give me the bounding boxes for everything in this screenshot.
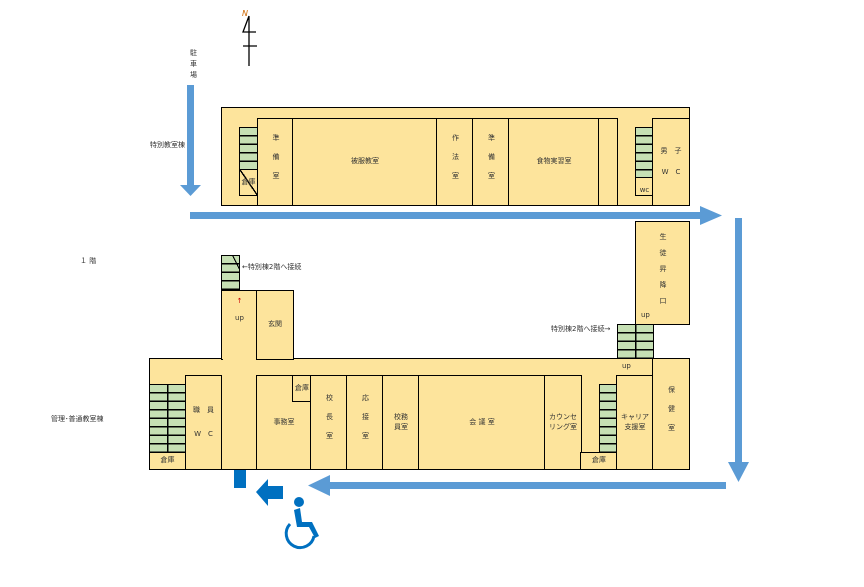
prep-room-1: 準備室	[257, 118, 294, 206]
route-arrow-left	[330, 482, 726, 489]
boys-wc-line2: W C	[661, 168, 681, 176]
cooking-room: 食物実習室	[508, 118, 600, 206]
entrance-left-arrow-icon	[256, 479, 283, 506]
principal-office: 校長室	[310, 375, 348, 470]
stairs	[617, 324, 654, 359]
staff-wc: 職 員 W C	[185, 375, 222, 470]
wc-small: wc	[635, 177, 654, 196]
custodian-room: 校務員室	[382, 375, 420, 470]
wheelchair-icon	[284, 497, 319, 550]
staff-wc-line2: W C	[194, 429, 213, 438]
route-arrow-right	[190, 212, 700, 219]
manners-room: 作法室	[436, 118, 474, 206]
meeting-room: 会 議 室	[418, 375, 546, 470]
connection-label-left: ←特別棟2階へ接続	[242, 263, 302, 271]
route-arrow-down-left	[187, 85, 194, 185]
storage-room-3: 倉庫	[580, 452, 618, 470]
nurse-office: 保健室	[652, 358, 690, 470]
route-arrow-down-right	[735, 218, 742, 463]
reception-room: 応接室	[346, 375, 384, 470]
storage-room: 倉庫	[239, 169, 258, 196]
clothing-room: 被服教室	[292, 118, 438, 206]
prep-room-2: 準備室	[472, 118, 510, 206]
parking-label: 駐車場	[190, 49, 197, 80]
small-room	[598, 118, 618, 206]
up-label: up	[235, 314, 244, 323]
connection-label-right: 特別棟2階へ接続→	[551, 325, 611, 333]
special-wing-label: 特別教室棟	[150, 141, 185, 149]
floor-label: １ 階	[80, 257, 97, 265]
up-label: up	[641, 310, 650, 319]
counseling-room: カウンセリング室	[544, 375, 582, 470]
north-label: N	[242, 9, 248, 18]
staff-wc-line1: 職 員	[193, 406, 214, 415]
stairs	[239, 127, 258, 171]
main-entrance: 玄関	[256, 290, 294, 360]
storage-room-1: 倉庫	[149, 452, 186, 470]
student-entrance: 生徒昇降口 up	[635, 221, 690, 325]
admin-wing-label: 管理･普通教室棟	[51, 415, 104, 423]
student-entrance-label: 生徒昇降口	[659, 233, 668, 313]
storage-room-2: 倉庫	[292, 375, 312, 402]
boys-wc-line1: 男 子	[660, 146, 682, 155]
boys-wc: 男 子 W C	[652, 118, 690, 206]
north-arrow-icon	[242, 15, 257, 66]
up-label: up	[622, 362, 631, 370]
up-arrow-icon: ↑	[236, 297, 243, 305]
stairs	[149, 384, 186, 454]
stairs	[221, 255, 240, 291]
career-support-room: キャリア支援室	[616, 375, 654, 470]
entrance-corridor: ↑ up	[221, 290, 258, 360]
